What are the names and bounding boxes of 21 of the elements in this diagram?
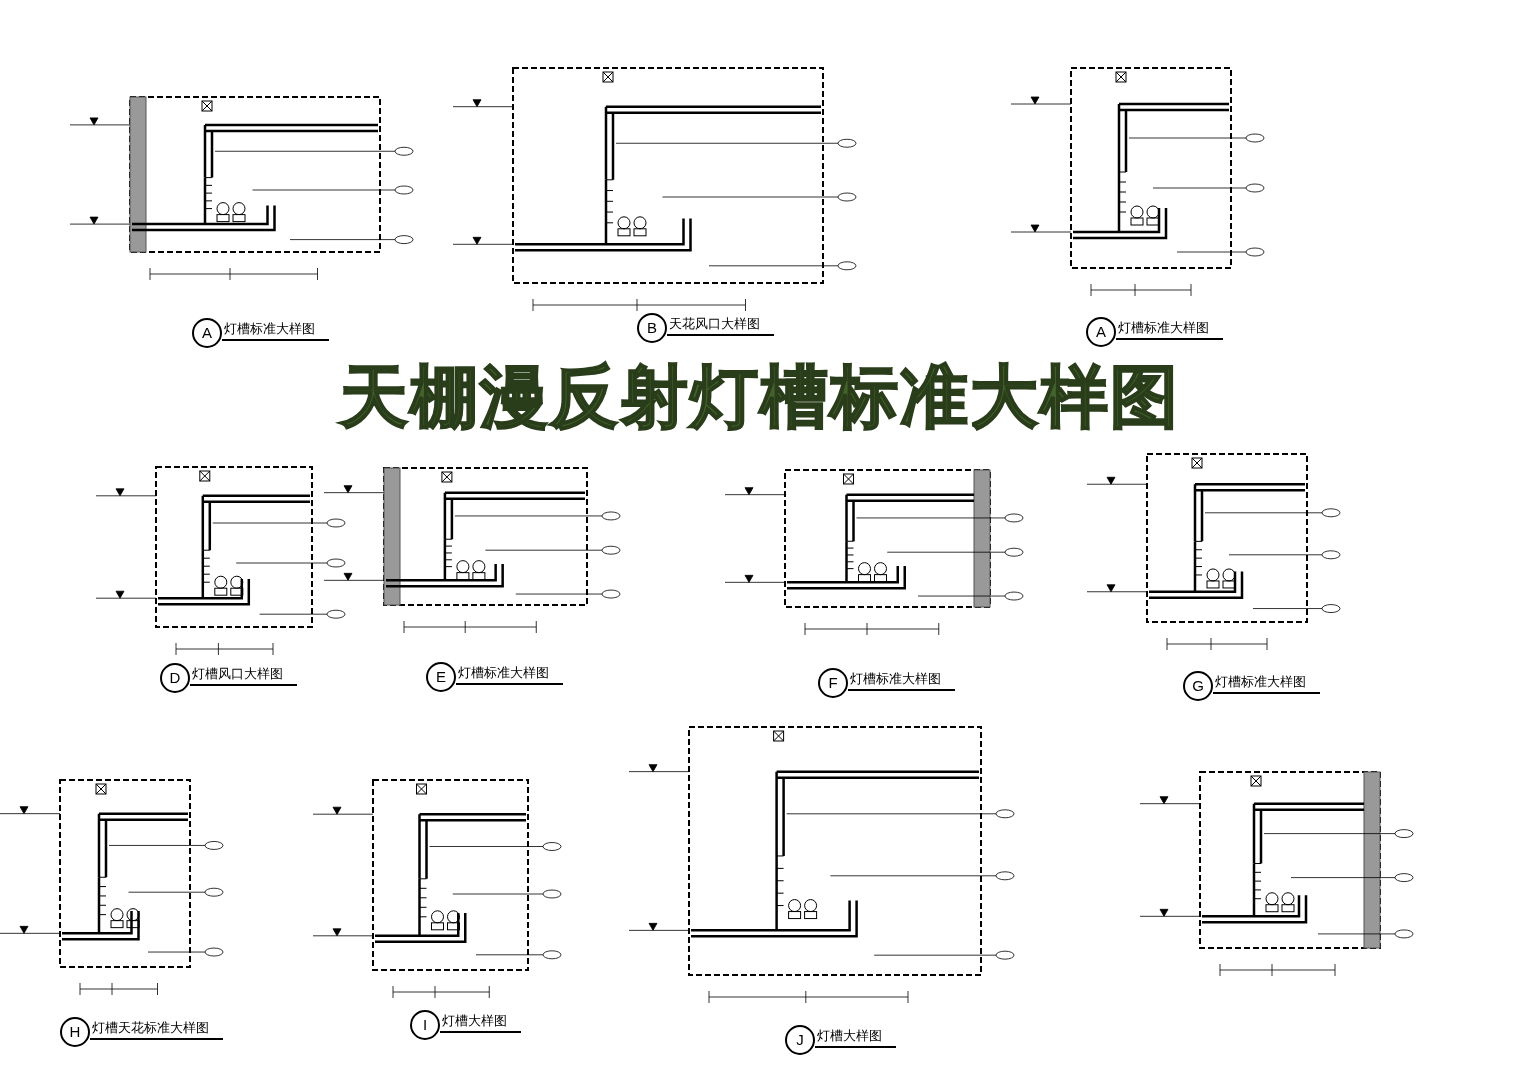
detail-marker: I <box>410 1010 440 1040</box>
detail-marker: B <box>637 313 667 343</box>
detail-title: 灯槽标准大样图 <box>848 670 955 691</box>
detail-title: 灯槽风口大样图 <box>190 665 297 686</box>
detail-title: 灯槽标准大样图 <box>456 664 563 685</box>
detail-title: 灯槽大样图 <box>815 1027 896 1048</box>
detail-title: 天花风口大样图 <box>667 315 774 336</box>
detail-title: 灯槽标准大样图 <box>1116 319 1223 340</box>
detail-marker: F <box>818 668 848 698</box>
detail-marker: A <box>1086 317 1116 347</box>
detail-marker: A <box>192 318 222 348</box>
detail-title: 灯槽标准大样图 <box>222 320 329 341</box>
detail-marker: H <box>60 1017 90 1047</box>
detail-marker: D <box>160 663 190 693</box>
detail-marker: G <box>1183 671 1213 701</box>
detail-marker: J <box>785 1025 815 1055</box>
detail-title: 灯槽标准大样图 <box>1213 673 1320 694</box>
detail-marker: E <box>426 662 456 692</box>
sheet-title: 天棚漫反射灯槽标准大样图 <box>338 356 1181 438</box>
detail-title: 灯槽天花标准大样图 <box>90 1019 223 1040</box>
detail-title: 灯槽大样图 <box>440 1012 521 1033</box>
